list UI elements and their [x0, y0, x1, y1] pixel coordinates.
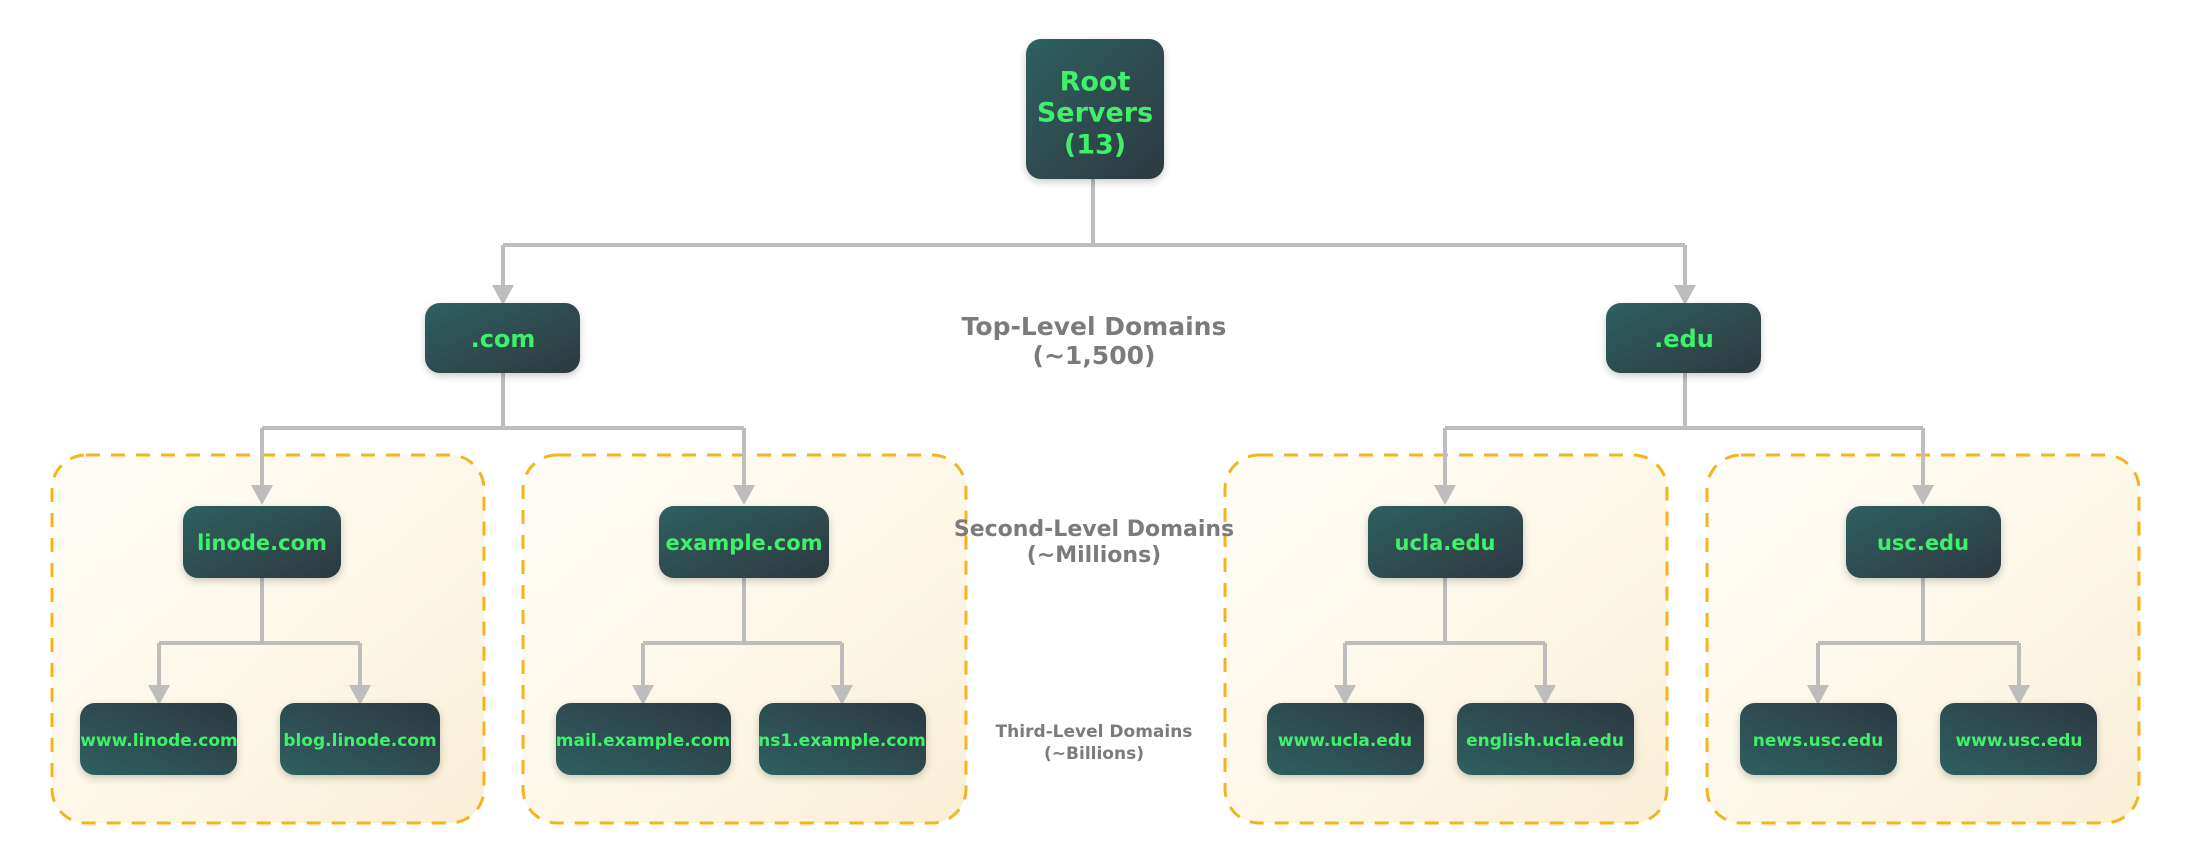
arrowhead-news-usc — [1807, 685, 1829, 705]
tier-label-sld-line2: (~Millions) — [1027, 543, 1161, 568]
arrowhead-ns1-example — [831, 685, 853, 705]
node-news-usc-edu-label: news.usc.edu — [1753, 731, 1883, 751]
arrowhead-ucla-edu — [1434, 485, 1456, 505]
node-ns1-example-com-label: ns1.example.com — [758, 731, 926, 751]
arrowhead-edu — [1674, 285, 1696, 305]
arrowhead-example-com — [733, 485, 755, 505]
node-edu-label: .edu — [1654, 325, 1714, 353]
edges-linode-to-third — [148, 578, 371, 705]
node-english-ucla-edu-label: english.ucla.edu — [1466, 731, 1624, 751]
tier-label-third: Third-Level Domains (~Billions) — [996, 722, 1193, 764]
node-ns1-example-com[interactable]: ns1.example.com — [758, 703, 926, 775]
node-blog-linode-com-label: blog.linode.com — [283, 731, 436, 751]
tier-label-tld: Top-Level Domains (~1,500) — [962, 312, 1227, 370]
node-root-line2: Servers — [1037, 98, 1153, 129]
node-www-usc-edu-label: www.usc.edu — [1955, 731, 2082, 751]
arrowhead-linode-com — [251, 485, 273, 505]
edges-ucla-to-third — [1334, 578, 1556, 705]
arrowhead-blog-linode — [349, 685, 371, 705]
node-edu[interactable]: .edu — [1606, 303, 1761, 373]
node-www-ucla-edu[interactable]: www.ucla.edu — [1267, 703, 1424, 775]
arrowhead-www-ucla — [1334, 685, 1356, 705]
node-english-ucla-edu[interactable]: english.ucla.edu — [1457, 703, 1634, 775]
edges-example-to-third — [632, 578, 853, 705]
node-ucla-edu-label: ucla.edu — [1395, 531, 1496, 555]
node-mail-example-com-label: mail.example.com — [556, 731, 730, 751]
tier-label-sld: Second-Level Domains (~Millions) — [954, 517, 1234, 568]
node-www-usc-edu[interactable]: www.usc.edu — [1940, 703, 2097, 775]
arrowhead-usc-edu — [1912, 485, 1934, 505]
edges-usc-to-third — [1807, 578, 2030, 705]
node-example-com-label: example.com — [665, 531, 822, 555]
node-www-linode-com[interactable]: www.linode.com — [80, 703, 238, 775]
tier-label-tld-line1: Top-Level Domains — [962, 312, 1227, 341]
node-linode-com[interactable]: linode.com — [183, 506, 341, 578]
arrowhead-www-linode — [148, 685, 170, 705]
tier-label-tld-line2: (~1,500) — [1033, 341, 1156, 370]
node-root-servers[interactable]: Root Servers (13) — [1026, 39, 1164, 179]
node-usc-edu-label: usc.edu — [1877, 531, 1969, 555]
tier-label-sld-line1: Second-Level Domains — [954, 517, 1234, 542]
node-www-linode-com-label: www.linode.com — [80, 731, 238, 751]
node-root-line3: (13) — [1064, 130, 1126, 161]
edges-root-to-tld — [492, 178, 1696, 305]
node-com[interactable]: .com — [425, 303, 580, 373]
arrowhead-mail-example — [632, 685, 654, 705]
node-root-line1: Root — [1060, 67, 1131, 98]
arrowhead-www-usc — [2008, 685, 2030, 705]
node-www-ucla-edu-label: www.ucla.edu — [1278, 731, 1412, 751]
node-linode-com-label: linode.com — [197, 531, 327, 555]
edges-edu-to-sld — [1434, 373, 1934, 505]
node-mail-example-com[interactable]: mail.example.com — [556, 703, 731, 775]
tier-label-third-line1: Third-Level Domains — [996, 722, 1193, 742]
node-ucla-edu[interactable]: ucla.edu — [1368, 506, 1523, 578]
node-com-label: .com — [471, 325, 536, 353]
arrowhead-com — [492, 285, 514, 305]
tier-label-third-line2: (~Billions) — [1044, 744, 1144, 764]
node-usc-edu[interactable]: usc.edu — [1846, 506, 2001, 578]
arrowhead-english-ucla — [1534, 685, 1556, 705]
node-news-usc-edu[interactable]: news.usc.edu — [1740, 703, 1897, 775]
node-example-com[interactable]: example.com — [659, 506, 829, 578]
node-blog-linode-com[interactable]: blog.linode.com — [280, 703, 440, 775]
edges-com-to-sld — [251, 373, 755, 505]
